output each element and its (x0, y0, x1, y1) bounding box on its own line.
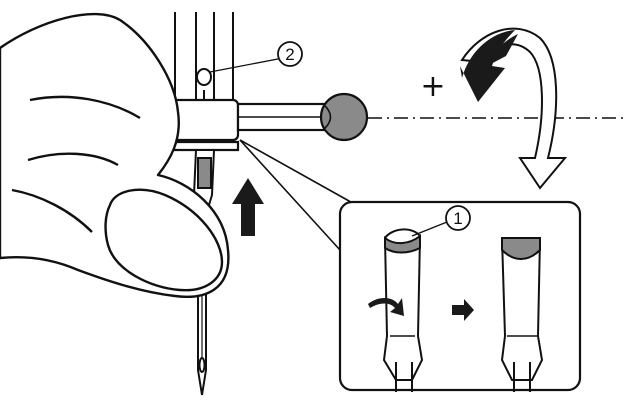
needle-flat-before (382, 228, 424, 392)
callout-2: 2 (277, 41, 303, 67)
callout-2-leader (209, 57, 284, 73)
callout-2-label: 2 (285, 45, 294, 64)
clamp-screw (196, 68, 212, 100)
thumb-screw (319, 92, 369, 142)
callout-1-leader (411, 221, 448, 237)
curved-turn-arrow-icon (368, 298, 404, 316)
hand (0, 12, 230, 298)
plus-sign: + (420, 69, 445, 104)
zoom-lines (239, 139, 359, 251)
needle-bar (174, 12, 234, 100)
arrow-right-icon (452, 299, 474, 321)
callout-1: 1 (445, 205, 471, 231)
curved-arrow-clockwise-icon (460, 27, 568, 190)
needle-clamp (158, 98, 332, 152)
callout-1-label: 1 (453, 209, 462, 228)
arrow-up-icon (232, 178, 264, 236)
needle-flat-after (500, 237, 544, 392)
